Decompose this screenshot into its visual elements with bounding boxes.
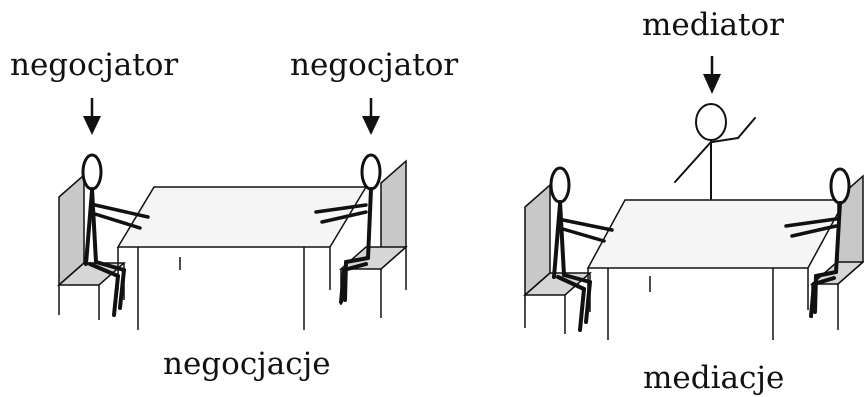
- right-negotiator-figure: [314, 153, 382, 304]
- arrow-to-mediator: [703, 56, 721, 94]
- mediator-label: mediator: [642, 7, 784, 43]
- arrow-to-right-negotiator: [362, 98, 380, 135]
- mediation-left-negotiator-figure: [549, 166, 614, 332]
- left-chair: [57, 173, 126, 320]
- mediation-table: [586, 199, 847, 340]
- mediator-figure: [674, 103, 756, 201]
- negotiator-left-label: negocjator: [10, 47, 179, 83]
- negotiation-caption: negocjacje: [163, 346, 331, 382]
- arrow-to-left-negotiator: [83, 98, 101, 135]
- negotiation-scene: [57, 98, 408, 330]
- mediation-caption: mediacje: [643, 360, 785, 396]
- left-negotiator-figure: [81, 153, 150, 317]
- negotiator-right-label: negocjator: [290, 47, 459, 83]
- mediation-right-negotiator-figure: [784, 167, 851, 318]
- mediation-scene: [523, 56, 864, 340]
- negotiation-table: [116, 186, 368, 330]
- right-chair: [339, 159, 408, 318]
